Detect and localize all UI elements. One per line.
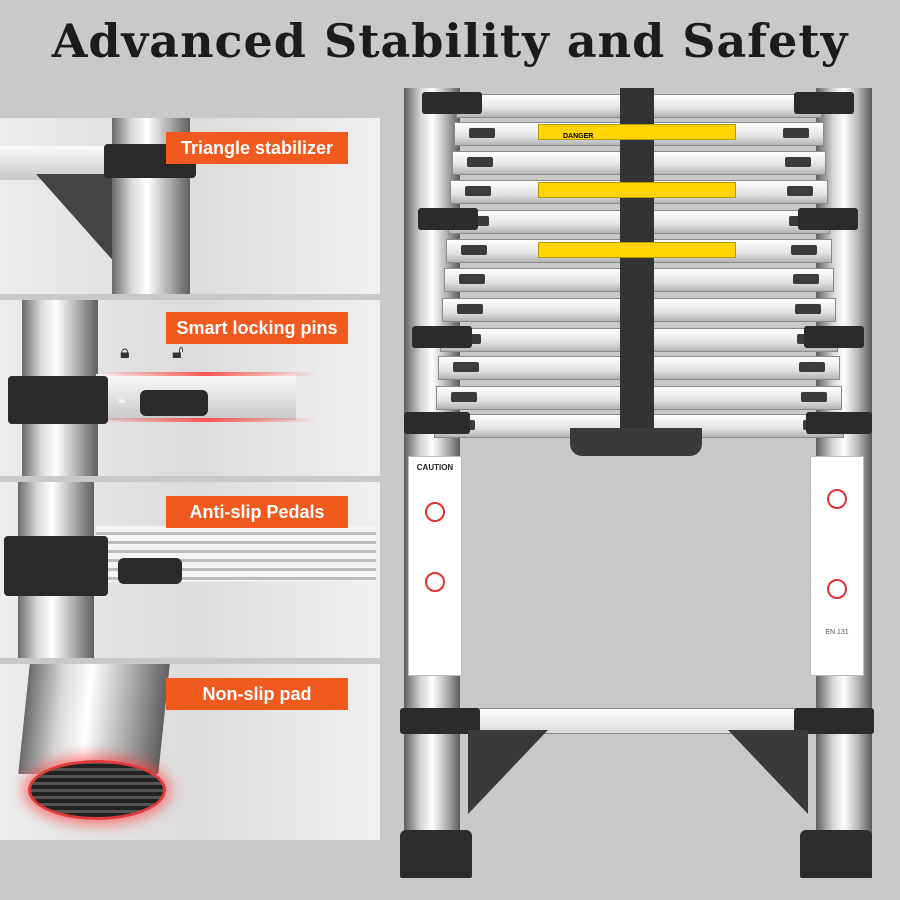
prohibited-icon — [425, 502, 445, 522]
left-stabilizer — [468, 730, 548, 814]
rung-joint — [806, 412, 872, 434]
lock-icon: 🔒︎ — [118, 390, 126, 406]
feature-panel-triangle-stabilizer: Triangle stabilizer — [0, 118, 380, 294]
unlock-icon: 🔓︎ — [172, 342, 184, 362]
pedal-clamp — [4, 536, 108, 596]
warning-sticker: DANGER — [538, 124, 736, 140]
rung-joint — [400, 708, 480, 734]
locking-pin-button — [140, 390, 208, 416]
lock-icon: 🔒︎ — [120, 342, 130, 362]
non-slip-pad-icon — [28, 760, 166, 820]
rung-joint — [794, 92, 854, 114]
rung-joint — [422, 92, 482, 114]
prohibited-icon — [827, 579, 847, 599]
warning-sticker — [538, 182, 736, 198]
locking-clamp — [8, 376, 108, 424]
rung-joint — [804, 326, 864, 348]
strap-handle — [570, 428, 702, 456]
standard-label: EN 131 — [825, 629, 849, 636]
triangle-stabilizer-icon — [36, 174, 116, 264]
danger-label: DANGER — [563, 133, 594, 140]
feature-label: Smart locking pins — [166, 312, 348, 344]
non-slip-foot-right — [800, 830, 872, 878]
page-title: Advanced Stability and Safety — [51, 14, 849, 68]
bottom-rung — [448, 708, 830, 734]
feature-label: Triangle stabilizer — [166, 132, 348, 164]
caution-sticker: CAUTION — [408, 456, 462, 676]
caution-label: CAUTION — [416, 463, 454, 472]
feature-label: Non-slip pad — [166, 678, 348, 710]
rung-joint — [418, 208, 478, 230]
highlight-glow — [96, 418, 316, 422]
right-stabilizer — [728, 730, 808, 814]
feature-panel-locking-pins: 🔒︎ 🔓︎ 🔒︎ Smart locking pins — [0, 300, 380, 476]
highlight-glow — [96, 372, 316, 376]
ladder-pole — [18, 664, 170, 774]
pedal-lock-button — [118, 558, 182, 584]
non-slip-foot-left — [400, 830, 472, 878]
rung-joint — [404, 412, 470, 434]
instruction-sticker: EN 131 — [810, 456, 864, 676]
prohibited-icon — [425, 572, 445, 592]
feature-panel-non-slip-pad: Non-slip pad — [0, 664, 380, 840]
warning-sticker — [538, 242, 736, 258]
rung-joint — [798, 208, 858, 230]
feature-panel-anti-slip-pedals: Anti-slip Pedals — [0, 482, 380, 658]
telescopic-ladder: DANGER CAUTION EN 131 — [398, 88, 878, 888]
rung-joint — [794, 708, 874, 734]
prohibited-icon — [827, 489, 847, 509]
feature-label: Anti-slip Pedals — [166, 496, 348, 528]
rung-joint — [412, 326, 472, 348]
carry-strap — [620, 88, 654, 438]
